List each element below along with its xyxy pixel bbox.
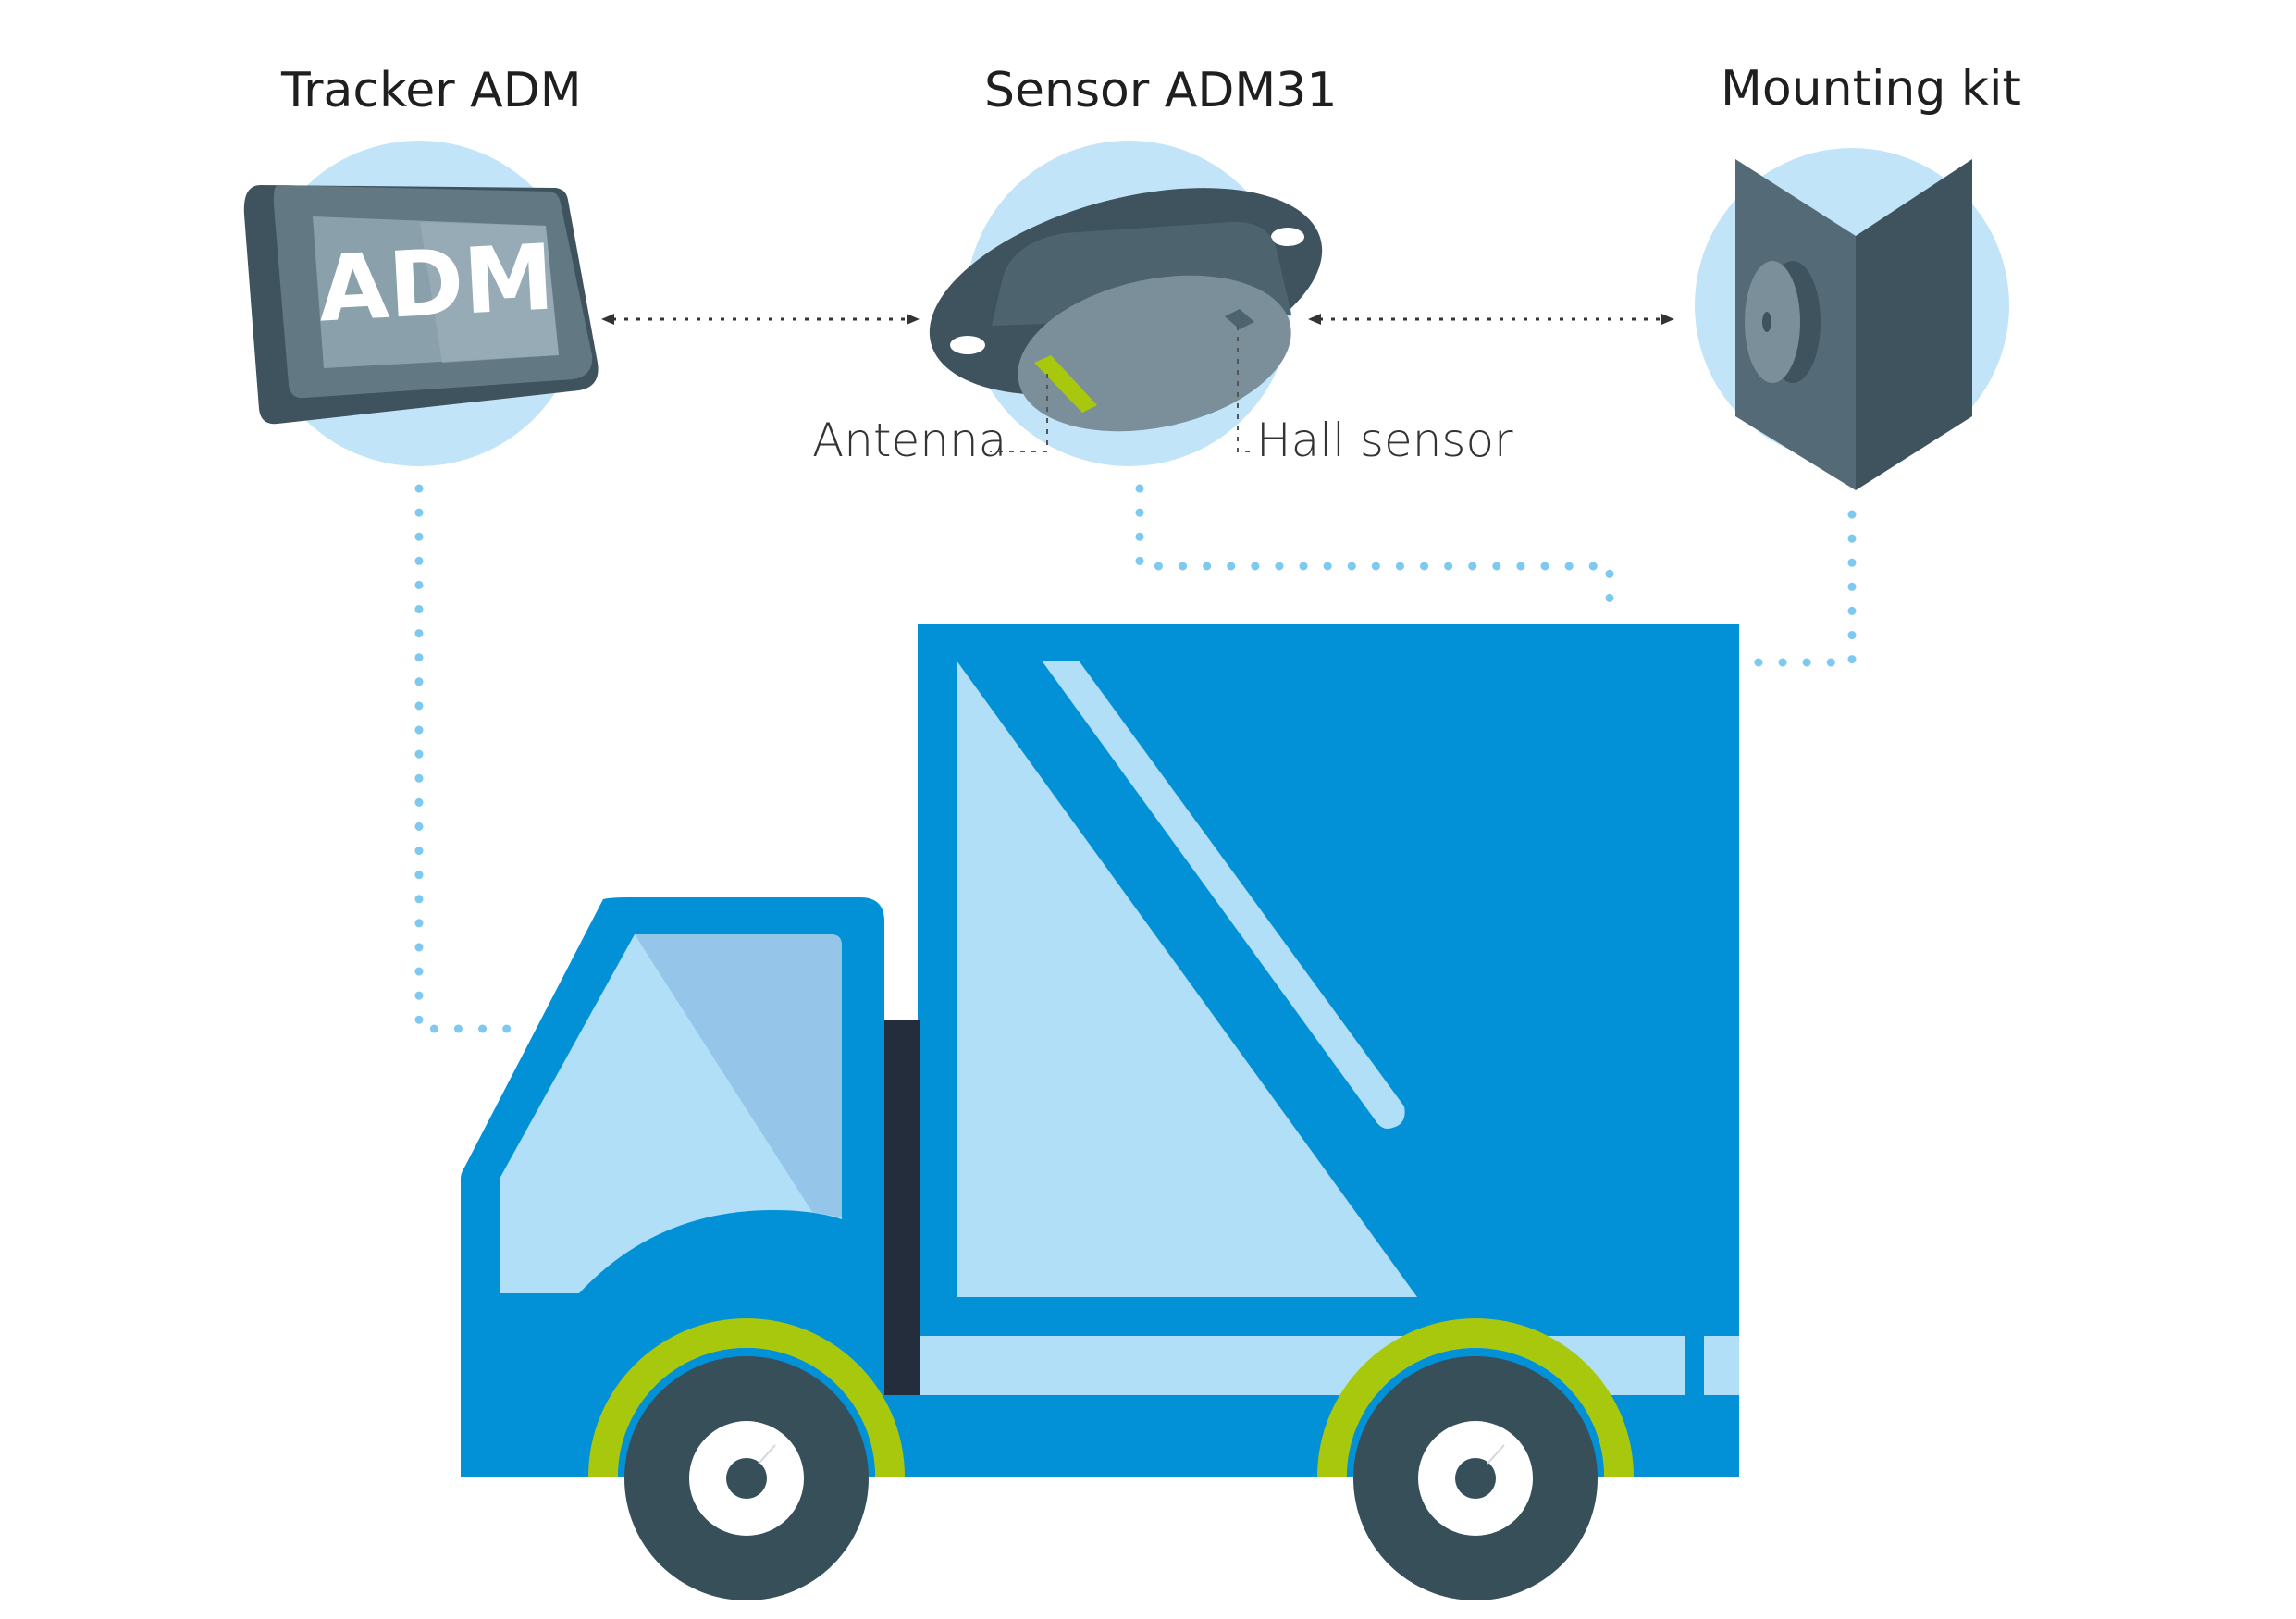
tracker-title: Tracker ADM — [281, 63, 582, 118]
truck — [461, 624, 1739, 1600]
rear-wheel — [1353, 1356, 1598, 1600]
tracker-device: ADM — [243, 185, 599, 425]
sensor-title: Sensor ADM31 — [984, 63, 1338, 118]
mounting-connector-line — [1744, 510, 1857, 667]
mounting-kit-title: Mounting kit — [1721, 61, 2021, 117]
sensor-connector-line — [1135, 484, 1614, 604]
antenna-label: Antenna — [812, 414, 1007, 467]
tracker-connector-line — [414, 484, 523, 1033]
sensor-mounting-arrow — [1308, 314, 1674, 325]
tracker-screen-text: ADM — [315, 225, 556, 342]
mounting-kit-device — [1735, 159, 1972, 490]
tracker-sensor-arrow — [601, 314, 920, 325]
sensor-device — [929, 188, 1323, 452]
front-wheel — [624, 1356, 869, 1600]
hall-sensor-label: Hall sensor — [1256, 414, 1513, 467]
